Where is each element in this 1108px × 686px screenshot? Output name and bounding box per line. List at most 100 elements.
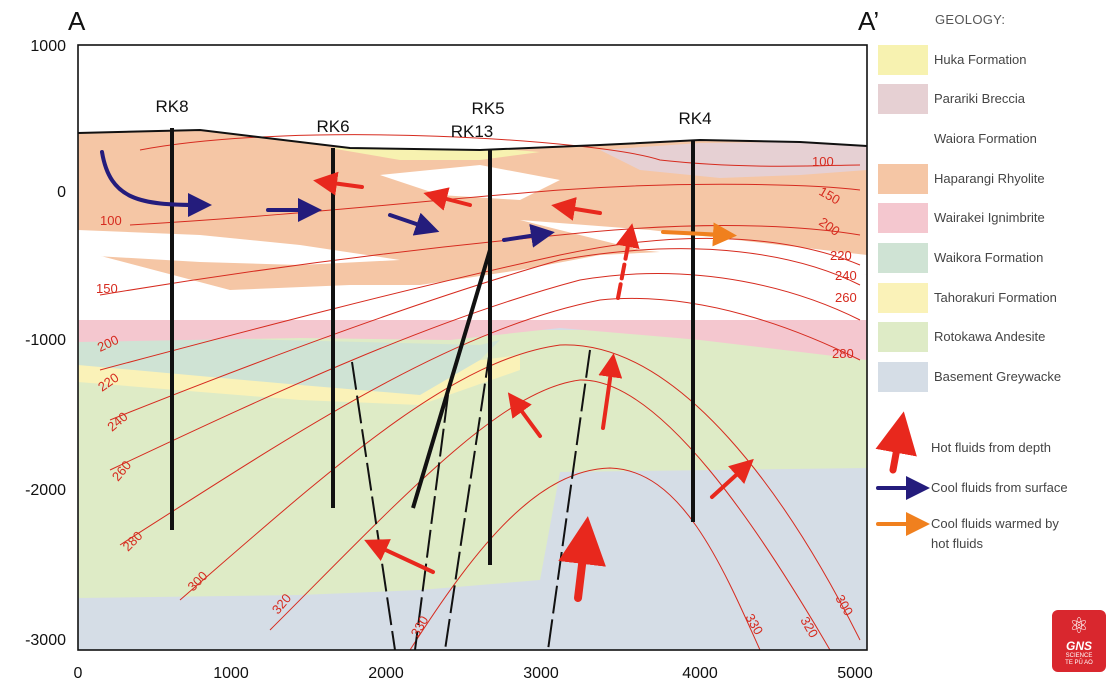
legend-label-huka: Huka Formation: [934, 52, 1027, 67]
arrow-cool-surface-3: [388, 212, 440, 236]
section-label-a: A: [68, 6, 86, 36]
x-tick-4000: 4000: [682, 665, 718, 682]
geologic-section: [78, 45, 867, 650]
arrow-hot-6: [598, 353, 623, 430]
x-tick-5000: 5000: [837, 665, 873, 682]
x-tick-1000: 1000: [213, 665, 249, 682]
y-tick-neg3000: -3000: [25, 632, 66, 649]
x-axis: 0 1000 2000 3000 4000 5000: [74, 665, 873, 682]
unit-waiora-lens-1: [78, 230, 400, 265]
swatch-basement: [878, 362, 928, 392]
legend-item-rotokawa: Rotokawa Andesite: [878, 322, 1108, 352]
x-tick-3000: 3000: [523, 665, 559, 682]
arrow-cool-surface-1: [100, 150, 212, 217]
swatch-waikora: [878, 243, 928, 273]
flow-arrows: [100, 150, 754, 602]
isotherm-320: [269, 379, 831, 650]
arrow-cool-surface-4: [502, 223, 555, 248]
sky: [78, 45, 867, 150]
wells: [170, 128, 695, 565]
legend-label-parariki: Parariki Breccia: [934, 91, 1026, 106]
legend-label-haparangi: Haparangi Rhyolite: [934, 171, 1045, 186]
x-tick-0: 0: [74, 665, 83, 682]
swatch-wairakei: [878, 203, 928, 233]
iso-label-r-100: 100: [812, 154, 834, 169]
legend-label-warmed-2: hot fluids: [931, 536, 984, 551]
well-rk13: [411, 249, 492, 509]
legend-item-huka: Huka Formation: [878, 45, 1108, 75]
legend-label-wairakei: Wairakei Ignimbrite: [934, 210, 1045, 225]
unit-waiora-lens-4: [300, 288, 600, 305]
isotherm-300: [179, 344, 861, 641]
legend-title: GEOLOGY:: [935, 12, 1006, 27]
y-tick-neg2000: -2000: [25, 482, 66, 499]
isotherm-240: [109, 248, 861, 421]
iso-label-l-150: 150: [96, 281, 118, 296]
legend-item-wairakei: Wairakei Ignimbrite: [878, 203, 1108, 233]
gns-science-logo: ⚛ GNS SCIENCE TE PŪ AO: [1052, 610, 1106, 672]
y-tick-0: 0: [57, 184, 66, 201]
iso-label-r-280: 280: [832, 346, 854, 361]
arrow-hot-5: [507, 392, 542, 438]
faults: [351, 349, 591, 650]
isotherm-150: [129, 183, 861, 226]
legend-label-waikora: Waikora Formation: [934, 250, 1044, 265]
legend-label-tahorakuri: Tahorakuri Formation: [934, 290, 1057, 305]
unit-waikora-formation: [78, 335, 500, 395]
arrow-hot-1: [313, 171, 364, 196]
unit-parariki-breccia: [600, 142, 867, 178]
swatch-waiora: [878, 124, 928, 154]
ground-surface: [77, 128, 868, 152]
fault-2: [414, 394, 449, 650]
legend-label-waiora: Waiora Formation: [934, 131, 1037, 146]
section-label-a-prime: A’: [858, 6, 879, 36]
legend-item-tahorakuri: Tahorakuri Formation: [878, 283, 1108, 313]
isotherm-330: [409, 467, 761, 650]
legend-arrow-hot: [875, 411, 917, 474]
x-tick-2000: 2000: [368, 665, 404, 682]
logo-sub: SCIENCE: [1065, 653, 1093, 659]
arrow-hot-3: [551, 197, 602, 221]
swatch-huka: [878, 45, 928, 75]
iso-label-l-100: 100: [100, 213, 122, 228]
arrow-hot-9: [710, 458, 754, 499]
y-tick-1000: 1000: [30, 38, 66, 55]
y-tick-neg1000: -1000: [25, 332, 66, 349]
legend-label-warmed: Cool fluids warmed by: [931, 516, 1059, 531]
well-labels: RK8 RK6 RK5 RK13 RK4: [155, 97, 711, 141]
well-label-rk5: RK5: [471, 99, 504, 118]
swatch-rotokawa: [878, 322, 928, 352]
swatch-tahorakuri: [878, 283, 928, 313]
isotherm-100: [139, 134, 861, 167]
fault-3: [444, 349, 491, 650]
iso-label-r-260: 260: [835, 290, 857, 305]
logo-sub-2: TE PŪ AO: [1065, 660, 1093, 666]
fault-1: [351, 361, 396, 650]
logo-text: GNS: [1065, 639, 1092, 653]
section-frame: [77, 44, 868, 651]
swatch-parariki: [878, 84, 928, 114]
iso-label-r-240: 240: [835, 268, 857, 283]
legend-item-basement: Basement Greywacke: [878, 362, 1108, 392]
legend-item-haparangi: Haparangi Rhyolite: [878, 164, 1108, 194]
isotherm-260: [109, 273, 861, 471]
iso-label-r-220: 220: [830, 248, 852, 263]
legend-label-rotokawa: Rotokawa Andesite: [934, 329, 1046, 344]
unit-waiora-lens-2: [380, 165, 560, 200]
flow-legend-labels: Hot fluids from depth Cool fluids from s…: [931, 440, 1068, 551]
legend-label-hot: Hot fluids from depth: [931, 440, 1051, 455]
legend-item-waiora: Waiora Formation: [878, 124, 1108, 154]
isotherms: [99, 134, 861, 650]
fault-4: [547, 349, 591, 650]
arrow-warmed-1: [661, 222, 737, 247]
legend-label-cool: Cool fluids from surface: [931, 480, 1068, 495]
isotherm-280: [119, 297, 861, 546]
well-label-rk4: RK4: [678, 109, 711, 128]
well-label-rk8: RK8: [155, 97, 188, 116]
legend-label-basement: Basement Greywacke: [934, 369, 1062, 384]
arrow-hot-4: [615, 223, 640, 300]
arrow-hot-7: [364, 539, 435, 574]
isotherm-220: [99, 237, 861, 371]
atom-icon: ⚛: [1069, 613, 1089, 638]
